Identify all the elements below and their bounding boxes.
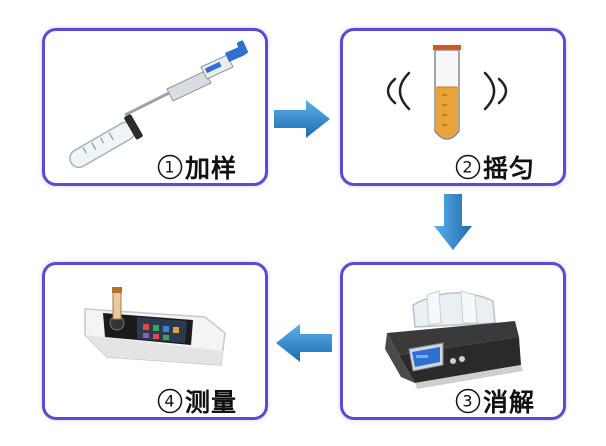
step-number-3: 3 [462, 392, 473, 411]
step-label-4: 4 测量 [157, 383, 237, 419]
shaking-tube-illustration [386, 45, 508, 140]
step-number-badge-1: 1 [157, 154, 183, 180]
step-card-3: 3 消解 [340, 262, 566, 420]
arrow-right [274, 100, 330, 138]
test-tube-icon [69, 114, 143, 169]
step-number-badge-2: 2 [455, 154, 481, 180]
step-number-badge-4: 4 [157, 388, 183, 414]
step-card-1: 1 加样 [42, 28, 268, 186]
step-number-2: 2 [462, 158, 473, 177]
step-card-2: 2 摇匀 [340, 28, 566, 186]
step-label-1: 1 加样 [157, 149, 237, 185]
step-label-3: 3 消解 [455, 383, 535, 419]
photometer-illustration [84, 287, 226, 366]
step-number-4: 4 [164, 392, 175, 411]
step-label-2: 2 摇匀 [455, 149, 535, 185]
digester-icon [385, 290, 523, 389]
digester-illustration [385, 290, 523, 389]
step-text-4: 测量 [185, 388, 238, 417]
shake-motion-icon [386, 71, 508, 111]
step-text-3: 消解 [483, 388, 536, 417]
step-number-badge-3: 3 [455, 388, 481, 414]
photometer-icon [84, 287, 226, 366]
step-card-4: 4 测量 [42, 262, 268, 420]
step-number-1: 1 [164, 158, 175, 177]
pipette-icon [124, 40, 248, 117]
arrow-down [434, 194, 472, 250]
test-tube-icon [433, 45, 461, 140]
pipette-and-tube-illustration [69, 40, 248, 169]
step-text-2: 摇匀 [483, 154, 536, 183]
arrow-left [276, 324, 332, 362]
step-text-1: 加样 [185, 154, 238, 183]
